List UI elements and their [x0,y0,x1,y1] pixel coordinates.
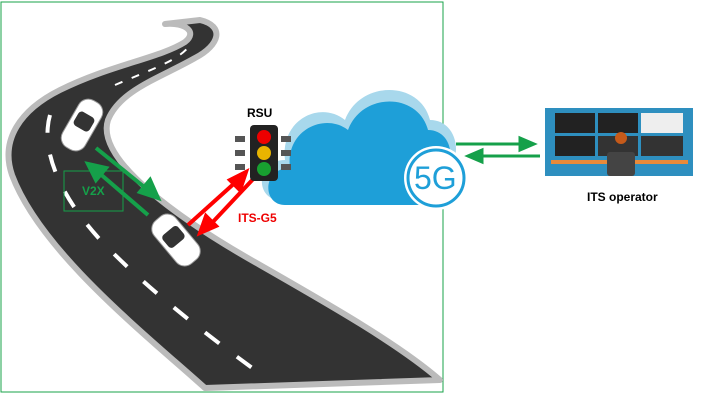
5g-badge [404,146,468,210]
v2x-arrows [84,146,162,217]
v2x-label: V2X [82,184,105,198]
5g-operator-arrows [456,135,540,165]
car-1 [60,98,104,152]
its-g5-label: ITS-G5 [238,211,277,225]
road [5,17,443,391]
rsu-label: RSU [247,106,273,120]
its-operator-illustration [545,108,693,176]
5g-label: 5G [414,160,457,196]
traffic-light-icon [235,125,291,181]
its-operator-label: ITS operator [587,190,658,204]
v2x-box [63,170,124,212]
its-g5-arrows [186,168,258,237]
car-2 [151,213,201,267]
